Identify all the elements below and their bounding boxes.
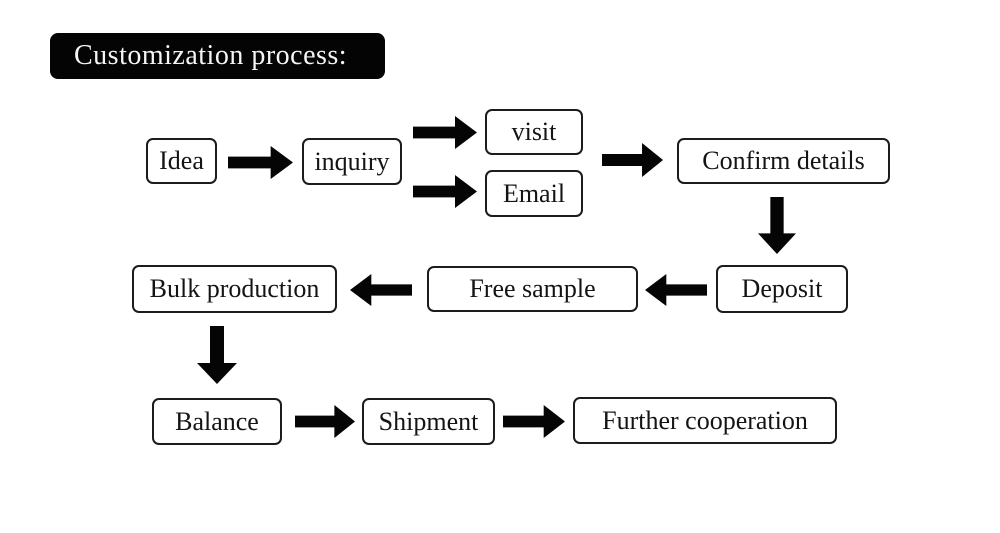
node-email: Email: [485, 170, 583, 217]
arrow-bulk-production-to-balance: [197, 326, 237, 384]
arrow-deposit-to-free-sample: [645, 274, 707, 306]
arrow-idea-to-inquiry: [228, 146, 293, 179]
node-further-cooperation: Further cooperation: [573, 397, 837, 444]
arrow-confirm-to-deposit: [758, 197, 796, 254]
node-deposit: Deposit: [716, 265, 848, 313]
node-shipment: Shipment: [362, 398, 495, 445]
node-free-sample: Free sample: [427, 266, 638, 312]
arrow-shipment-to-further-cooperation: [503, 405, 565, 438]
arrow-to-confirm-details: [602, 143, 663, 177]
node-visit: visit: [485, 109, 583, 155]
arrow-balance-to-shipment: [295, 405, 355, 438]
node-idea: Idea: [146, 138, 217, 184]
node-inquiry: inquiry: [302, 138, 402, 185]
node-balance: Balance: [152, 398, 282, 445]
node-bulk-production: Bulk production: [132, 265, 337, 313]
arrow-free-sample-to-bulk-production: [350, 274, 412, 306]
arrow-inquiry-to-email: [413, 175, 477, 208]
arrow-inquiry-to-visit: [413, 116, 477, 149]
diagram-title: Customization process:: [50, 33, 385, 79]
node-confirm-details: Confirm details: [677, 138, 890, 184]
